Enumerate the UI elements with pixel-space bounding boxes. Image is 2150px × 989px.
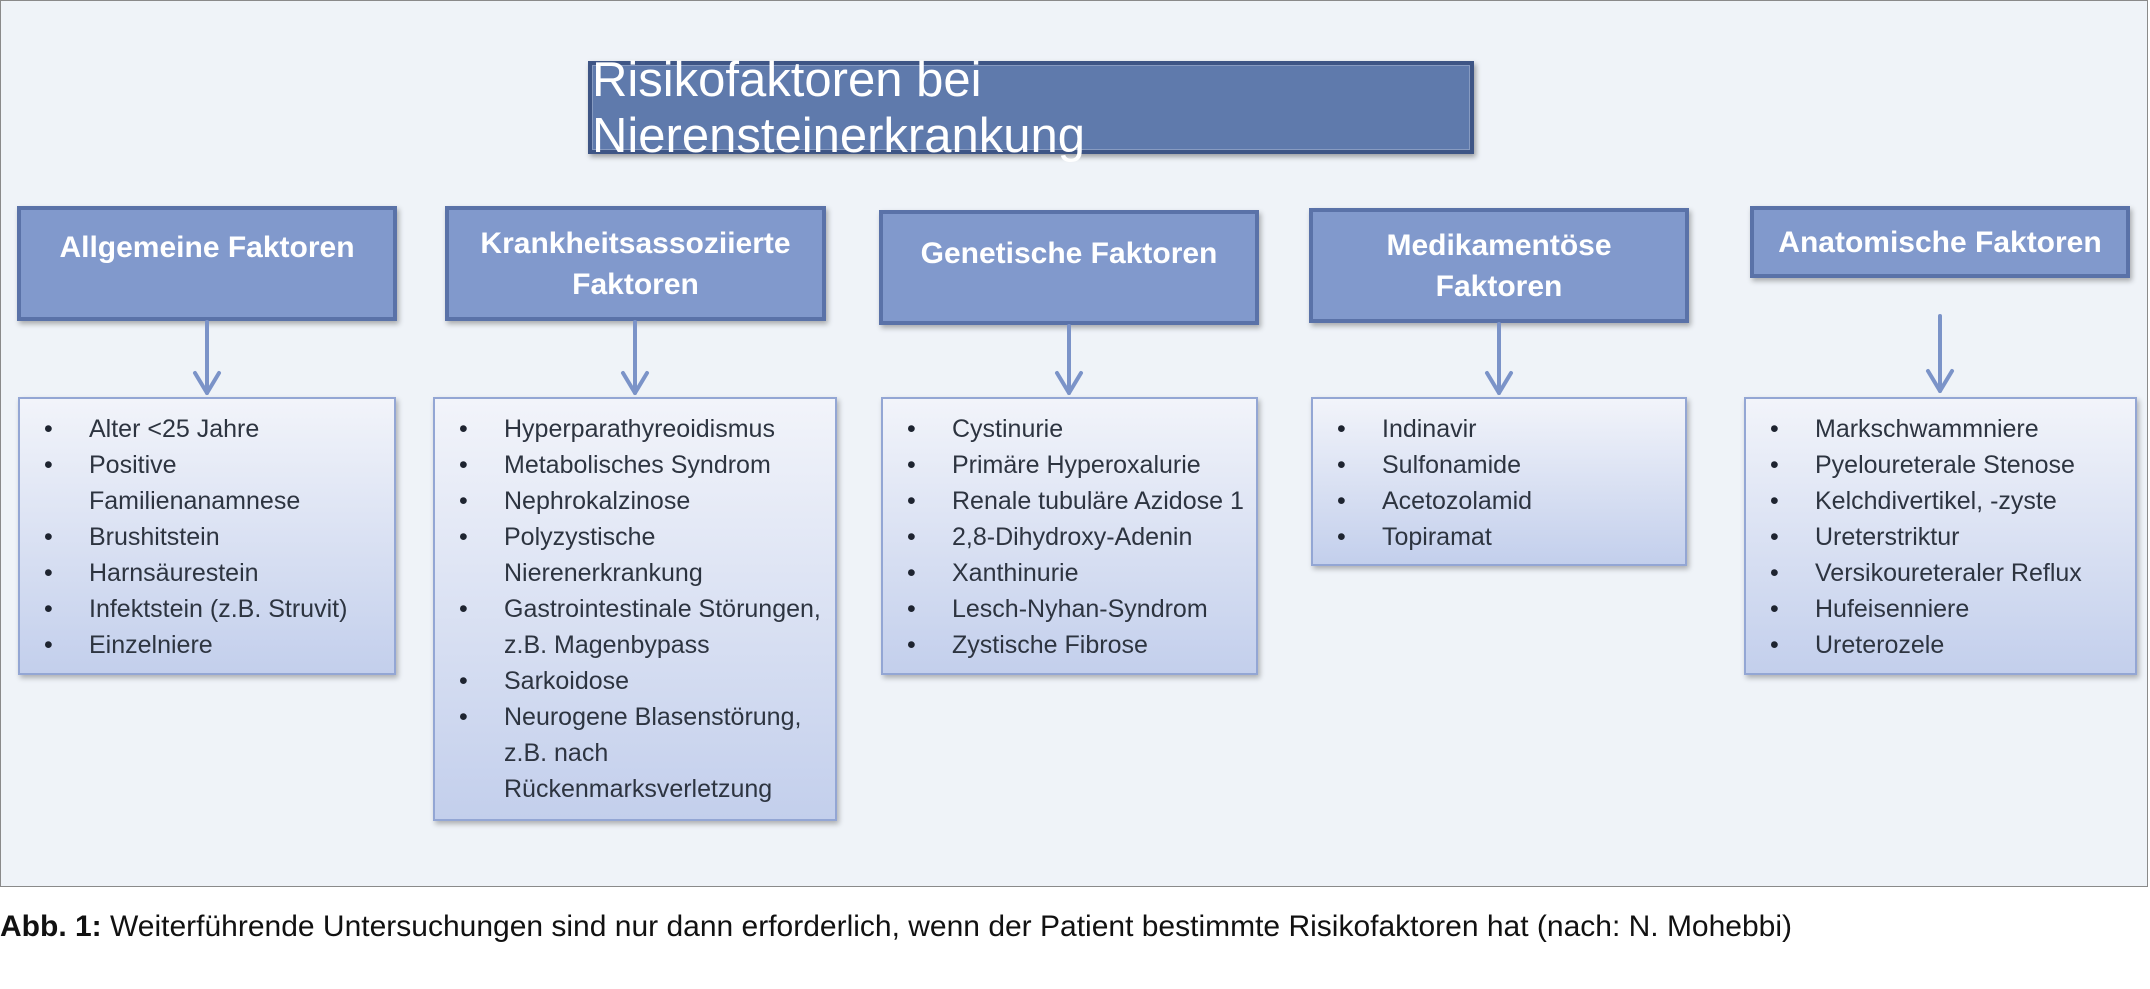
category-header-label: Krankheitsassoziierte Faktoren (480, 226, 791, 301)
list-item: Sulfonamide (1337, 447, 1677, 483)
list-item: Alter <25 Jahre (44, 411, 386, 447)
category-header-label: Allgemeine Faktoren (59, 231, 355, 264)
category-header-label: Genetische Faktoren (920, 237, 1218, 270)
diagram-frame: Risikofaktoren bei Nierensteinerkrankung… (0, 0, 2148, 887)
list-item: Gastrointestinale Störungen, z.B. Magenb… (459, 591, 827, 663)
arrowhead-genetische (1055, 371, 1083, 395)
category-list-krankheitsassoziierte: Hyperparathyreoidismus Metabolisches Syn… (433, 397, 837, 821)
list-item: Hyperparathyreoidismus (459, 411, 827, 447)
list-item: Neurogene Blasenstörung, z.B. nach Rücke… (459, 699, 827, 807)
list-item: Infektstein (z.B. Struvit) (44, 591, 386, 627)
list-item: Positive Familienanamnese (44, 447, 386, 519)
list-item: Metabolisches Syndrom (459, 447, 827, 483)
diagram-title: Risikofaktoren bei Nierensteinerkrankung (588, 53, 1474, 163)
list-item: Ureterstriktur (1770, 519, 2127, 555)
diagram-title-text: Risikofaktoren bei Nierensteinerkrankung (592, 52, 1085, 163)
list-item: Zystische Fibrose (907, 627, 1248, 663)
list-item: Sarkoidose (459, 663, 827, 699)
list-item: Lesch-Nyhan-Syndrom (907, 591, 1248, 627)
category-header-label: Medikamentöse Faktoren (1386, 228, 1612, 303)
list-item: Polyzystische Nierenerkrankung (459, 519, 827, 591)
list-item: Indinavir (1337, 411, 1677, 447)
category-header-anatomische: Anatomische Faktoren (1750, 206, 2130, 278)
list-item: Topiramat (1337, 519, 1677, 555)
category-header-genetische: Genetische Faktoren (879, 210, 1259, 325)
list-item: Markschwammniere (1770, 411, 2127, 447)
category-header-krankheitsassoziierte: Krankheitsassoziierte Faktoren (445, 206, 826, 321)
category-list-anatomische: Markschwammniere Pyeloureterale Stenose … (1744, 397, 2137, 675)
list-item: Primäre Hyperoxalurie (907, 447, 1248, 483)
list-item: Renale tubuläre Azidose 1 (907, 483, 1248, 519)
category-list-allgemeine: Alter <25 Jahre Positive Familienanamnes… (18, 397, 396, 675)
category-header-allgemeine: Allgemeine Faktoren (17, 206, 397, 321)
category-header-medikamentoese: Medikamentöse Faktoren (1309, 208, 1689, 323)
list-item: Ureterozele (1770, 627, 2127, 663)
figure-caption: Abb. 1: Weiterführende Untersuchungen si… (0, 910, 2150, 944)
category-list-genetische: Cystinurie Primäre Hyperoxalurie Renale … (881, 397, 1258, 675)
list-item: Acetozolamid (1337, 483, 1677, 519)
list-item: Cystinurie (907, 411, 1248, 447)
list-item: Hufeisenniere (1770, 591, 2127, 627)
arrowhead-medikamentoese (1485, 371, 1513, 395)
list-item: Xanthinurie (907, 555, 1248, 591)
category-list-medikamentoese: Indinavir Sulfonamide Acetozolamid Topir… (1311, 397, 1687, 566)
category-header-label: Anatomische Faktoren (1778, 225, 2102, 259)
arrowhead-anatomische (1926, 369, 1954, 393)
list-item: Versikoureteraler Reflux (1770, 555, 2127, 591)
list-item: Harnsäurestein (44, 555, 386, 591)
arrowhead-allgemeine (193, 371, 221, 395)
list-item: Kelchdivertikel, -zyste (1770, 483, 2127, 519)
arrowhead-krankheitsassoziierte (621, 371, 649, 395)
list-item: Einzelniere (44, 627, 386, 663)
list-item: Brushitstein (44, 519, 386, 555)
caption-text: Weiterführende Untersuchungen sind nur d… (101, 910, 1793, 943)
caption-label: Abb. 1: (0, 910, 102, 943)
list-item: Nephrokalzinose (459, 483, 827, 519)
list-item: Pyeloureterale Stenose (1770, 447, 2127, 483)
list-item: 2,8-Dihydroxy-Adenin (907, 519, 1248, 555)
